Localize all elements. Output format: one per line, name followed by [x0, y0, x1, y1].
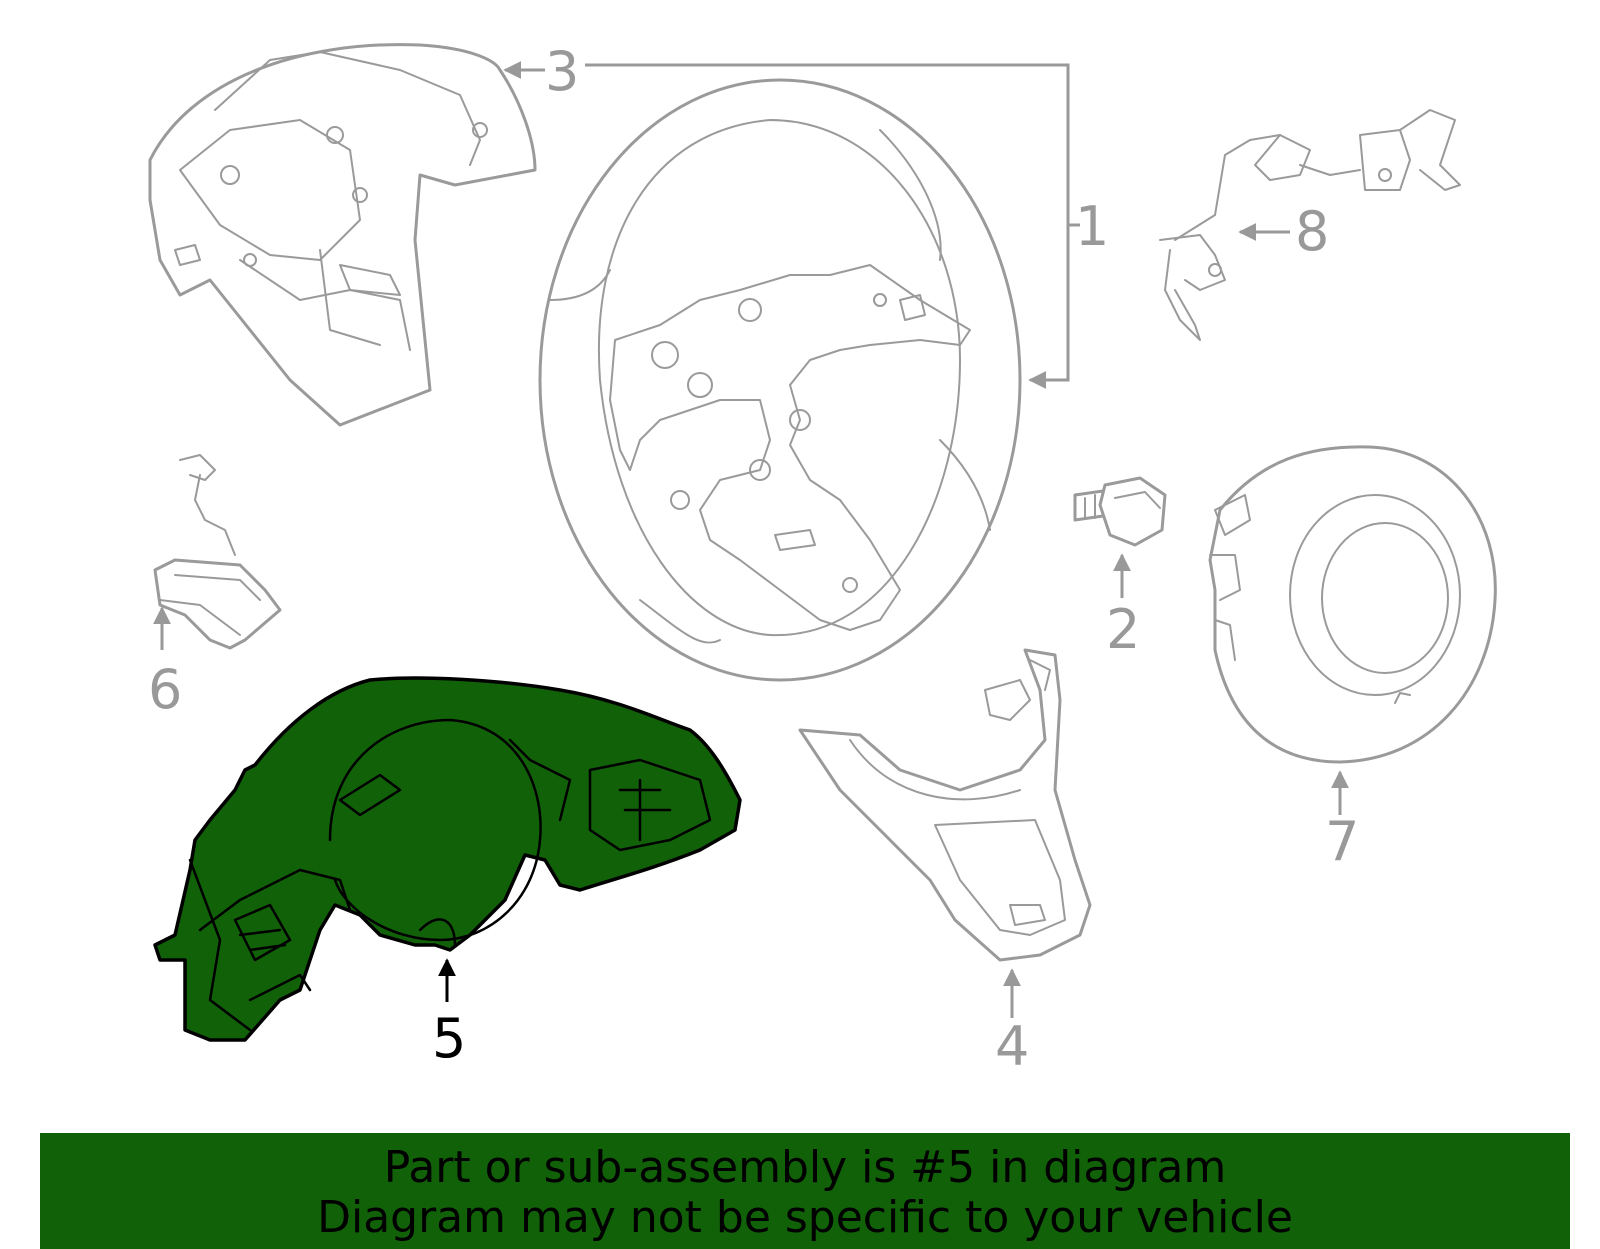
callout-5: 5	[432, 1007, 466, 1070]
part-4-lower-cover	[798, 648, 1092, 962]
callout-4: 4	[995, 1015, 1029, 1078]
part-5-switch-assembly	[153, 676, 742, 1042]
info-banner: Part or sub-assembly is #5 in diagram Di…	[40, 1133, 1570, 1249]
part-8-harness	[1159, 109, 1461, 341]
callout-1: 1	[1075, 195, 1109, 258]
callout-3: 3	[545, 40, 579, 103]
part-7-airbag	[1208, 445, 1497, 764]
part-3-rear-cover	[148, 43, 537, 427]
part-6-connector	[153, 454, 282, 650]
callout-8: 8	[1295, 200, 1329, 263]
banner-line-2: Diagram may not be specific to your vehi…	[317, 1192, 1293, 1243]
part-2-bolt	[1073, 476, 1167, 547]
callout-6: 6	[148, 658, 182, 721]
callout-7: 7	[1325, 810, 1359, 873]
part-1-steering-wheel	[538, 78, 1022, 682]
banner-line-1: Part or sub-assembly is #5 in diagram	[383, 1142, 1227, 1193]
callout-2: 2	[1106, 598, 1140, 661]
